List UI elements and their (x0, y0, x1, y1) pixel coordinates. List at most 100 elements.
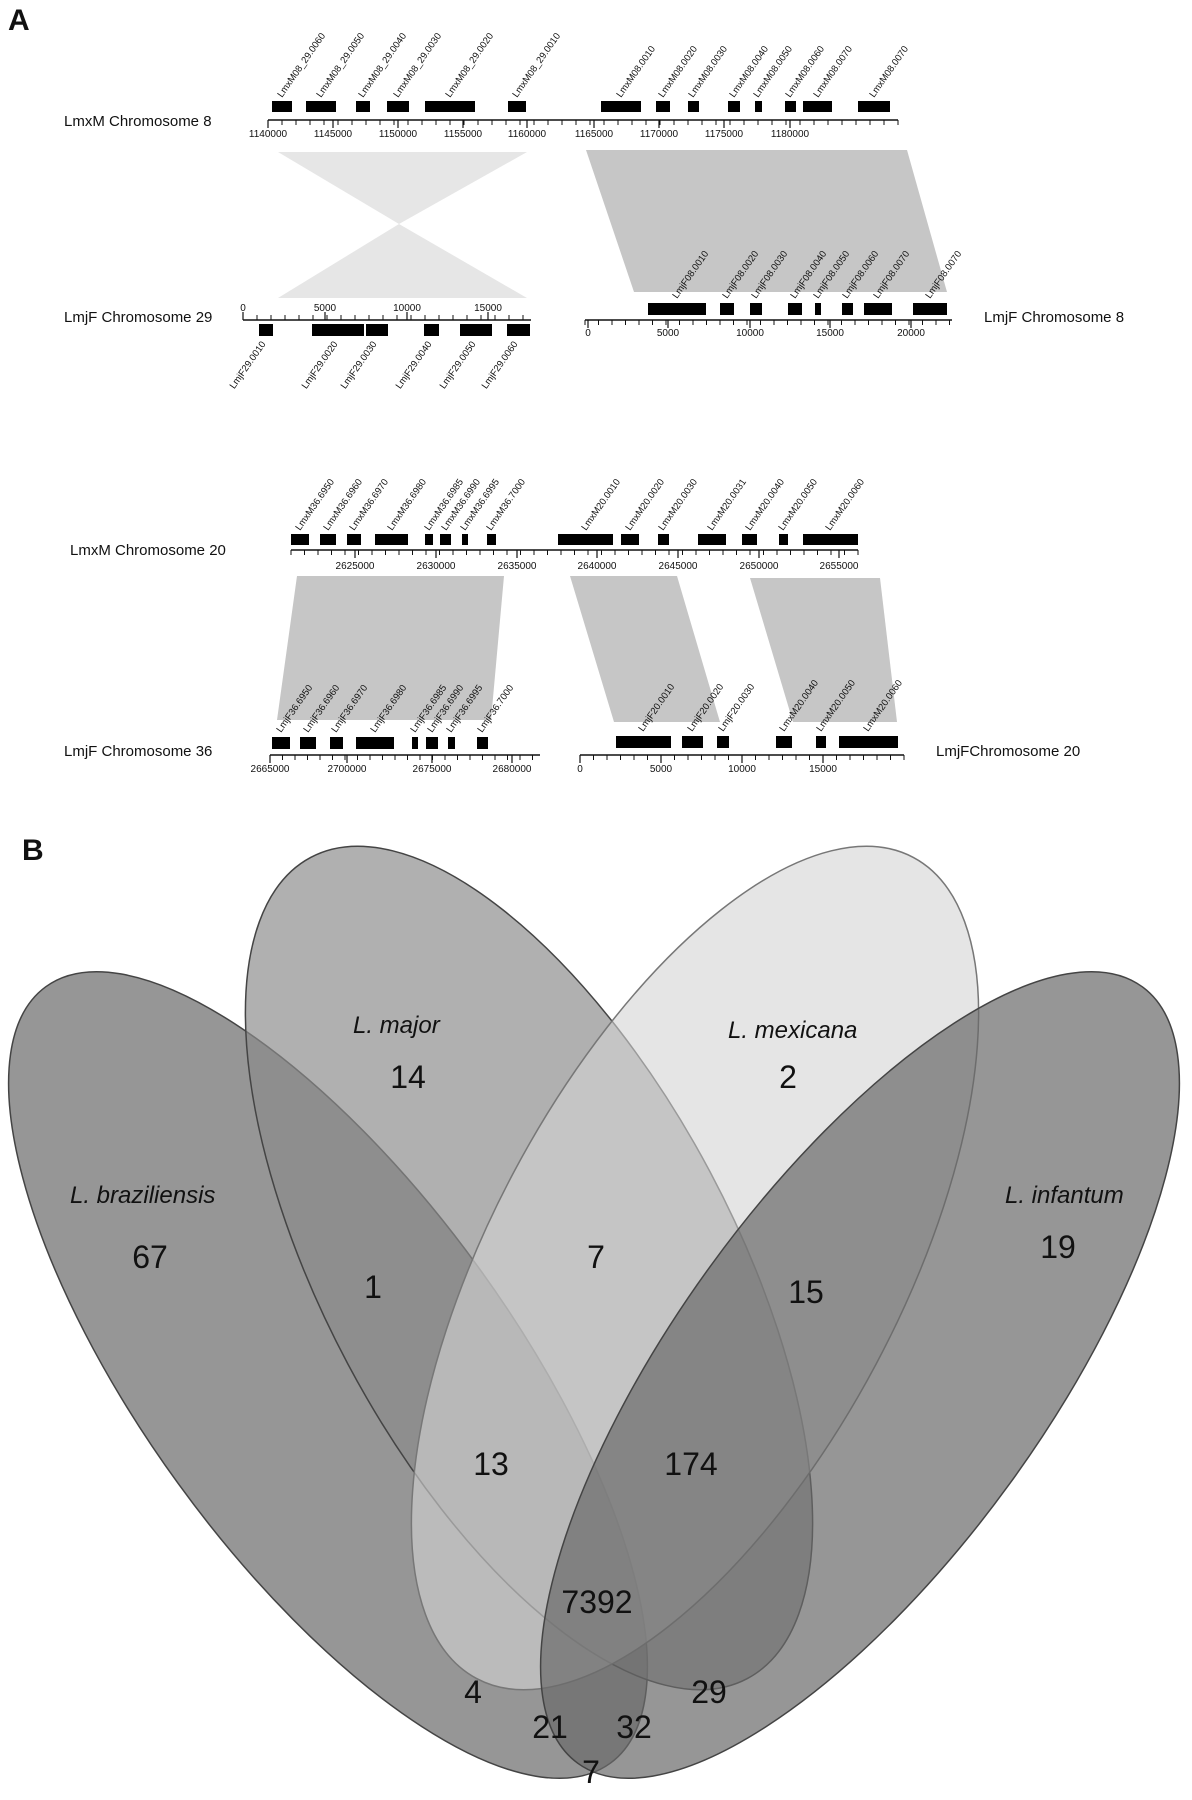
gene-box (803, 101, 832, 112)
venn-count-major-mexicana: 7 (587, 1239, 605, 1275)
gene-label: LmxM36.6980 (385, 477, 429, 533)
gene-box (698, 534, 726, 545)
gene-box (300, 737, 316, 749)
gene-label: LmjF29.0040 (394, 339, 435, 391)
axis-tick-label: 2645000 (659, 561, 698, 572)
gene-box (425, 534, 433, 545)
gene-box (448, 737, 455, 749)
gene-label: LmxM08_29.0010 (510, 31, 563, 100)
venn-count-major-mexicana-infantum: 174 (664, 1446, 717, 1482)
gene-box (785, 101, 796, 112)
axis-tick-label: 0 (577, 764, 583, 775)
gene-label: LmxM08.0070 (867, 44, 911, 100)
axis-tick-label: 2630000 (417, 561, 456, 572)
gene-label: LmjF29.0060 (480, 339, 521, 391)
venn-count-infantum-only: 19 (1040, 1229, 1076, 1265)
gene-box (803, 534, 858, 545)
gene-box (858, 101, 890, 112)
gene-box (558, 534, 613, 545)
gene-box (779, 534, 788, 545)
axis-tick-label: 2675000 (413, 764, 452, 775)
gene-box (347, 534, 361, 545)
gene-box (356, 737, 394, 749)
axis-tick-label: 1175000 (705, 129, 744, 140)
venn-count-major-only: 14 (390, 1059, 426, 1095)
gene-box (728, 101, 740, 112)
chrom-name-lmjf-8: LmjF Chromosome 8 (984, 309, 1124, 326)
gene-box (688, 101, 699, 112)
axis-tick-label: 2665000 (251, 764, 290, 775)
venn-count-braziliensis-major: 1 (364, 1269, 382, 1305)
gene-label: LmxM08_29.0020 (443, 31, 496, 100)
axis-tick-label: 1180000 (771, 129, 810, 140)
venn-count-braziliensis-infantum: 7 (582, 1754, 600, 1790)
gene-box (487, 534, 496, 545)
venn-count-braziliensis-only: 67 (132, 1239, 168, 1275)
gene-label: LmxM20.0060 (823, 477, 867, 533)
axis-tick-label: 10000 (393, 303, 421, 314)
axis-tick-label: 2655000 (820, 561, 859, 572)
gene-box (291, 534, 309, 545)
gene-box (788, 303, 802, 315)
axis-tick-label: 2635000 (498, 561, 537, 572)
gene-box (426, 737, 438, 749)
axis-tick-label: 0 (240, 303, 246, 314)
venn-count-braziliensis-mexicana: 4 (464, 1674, 482, 1710)
venn-label-major: L. major (353, 1012, 441, 1039)
gene-label: LmjF29.0010 (228, 339, 269, 391)
axis-tick-label: 1170000 (640, 129, 679, 140)
gene-box (412, 737, 418, 749)
gene-box (272, 101, 292, 112)
gene-box (356, 101, 370, 112)
axis-tick-label: 20000 (897, 328, 925, 339)
gene-box (440, 534, 451, 545)
axis-tick-label: 5000 (314, 303, 337, 314)
synteny-ribbon (750, 578, 897, 722)
gene-box (776, 736, 792, 748)
gene-box (477, 737, 488, 749)
axis-tick-label: 1165000 (575, 129, 614, 140)
axis-tick-label: 1155000 (444, 129, 483, 140)
axis-tick-label: 15000 (474, 303, 502, 314)
gene-label: LmjF29.0050 (438, 339, 479, 391)
gene-box (366, 324, 388, 336)
gene-box (648, 303, 706, 315)
gene-box (425, 101, 475, 112)
gene-label: LmjF29.0030 (339, 339, 380, 391)
chrom-name-lmxm-20: LmxM Chromosome 20 (70, 542, 226, 559)
venn-count-all-four: 7392 (561, 1584, 632, 1620)
venn-label-braziliensis: L. braziliensis (70, 1182, 215, 1209)
venn-count-braziliensis-major-mexicana: 13 (473, 1446, 509, 1482)
venn-count-braziliensis-major-infantum: 32 (616, 1709, 652, 1745)
venn-count-major-infantum: 29 (691, 1674, 727, 1710)
axis-tick-label: 1160000 (508, 129, 547, 140)
gene-box (720, 303, 734, 315)
gene-box (312, 324, 364, 336)
venn-count-mexicana-only: 2 (779, 1059, 797, 1095)
gene-box (508, 101, 526, 112)
gene-box (913, 303, 947, 315)
axis-tick-label: 2700000 (328, 764, 367, 775)
gene-box (460, 324, 492, 336)
axis-tick-label: 2680000 (493, 764, 532, 775)
axis-tick-label: 1150000 (379, 129, 418, 140)
panel-label-a: A (8, 4, 30, 37)
gene-box (816, 736, 826, 748)
axis-tick-label: 10000 (736, 328, 764, 339)
chrom-name-lmjf-20: LmjFChromosome 20 (936, 743, 1080, 760)
axis-tick-label: 1140000 (249, 129, 288, 140)
gene-box (601, 101, 641, 112)
axis-tick-label: 15000 (816, 328, 844, 339)
gene-box (330, 737, 343, 749)
venn-count-mexicana-infantum: 15 (788, 1274, 824, 1310)
gene-box (387, 101, 409, 112)
chrom-name-lmjf-36: LmjF Chromosome 36 (64, 743, 212, 760)
axis-tick-label: 2625000 (336, 561, 375, 572)
axis-tick-label: 2640000 (578, 561, 617, 572)
gene-box (864, 303, 892, 315)
gene-box (682, 736, 703, 748)
gene-box (717, 736, 729, 748)
axis-tick-label: 2650000 (740, 561, 779, 572)
venn-count-braziliensis-mexicana-infantum: 21 (532, 1709, 568, 1745)
